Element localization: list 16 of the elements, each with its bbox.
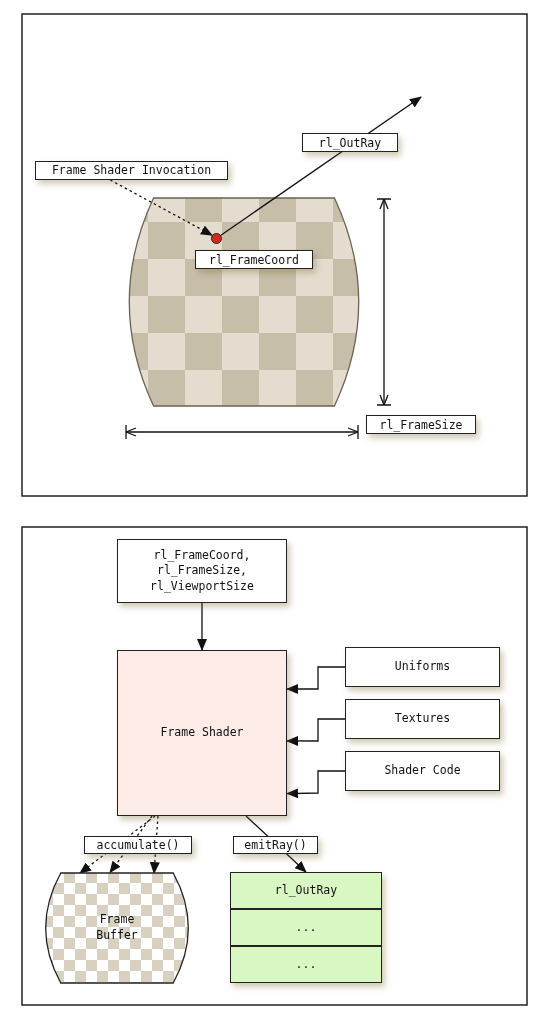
- edge-label: accumulate(): [84, 836, 192, 854]
- shader-box: Frame Shader: [117, 650, 287, 816]
- callout-box: Frame Shader Invocation: [35, 161, 228, 180]
- input-box: Shader Code: [345, 751, 500, 791]
- buffer-row: rl_OutRay: [230, 872, 382, 909]
- input-box: Textures: [345, 699, 500, 739]
- input-box: Uniforms: [345, 647, 500, 687]
- edge-label: rl_OutRay: [302, 133, 398, 152]
- variable-label: rl_FrameSize: [366, 415, 476, 434]
- buffer-row: ...: [230, 946, 382, 983]
- node-text: Frame Buffer: [95, 912, 139, 944]
- variable-label: rl_FrameCoord: [195, 250, 313, 269]
- point-marker: [211, 233, 222, 244]
- edge-label: emitRay(): [233, 836, 318, 854]
- buffer-row: ...: [230, 909, 382, 946]
- input-box: rl_FrameCoord, rl_FrameSize, rl_ViewportSize: [117, 539, 287, 603]
